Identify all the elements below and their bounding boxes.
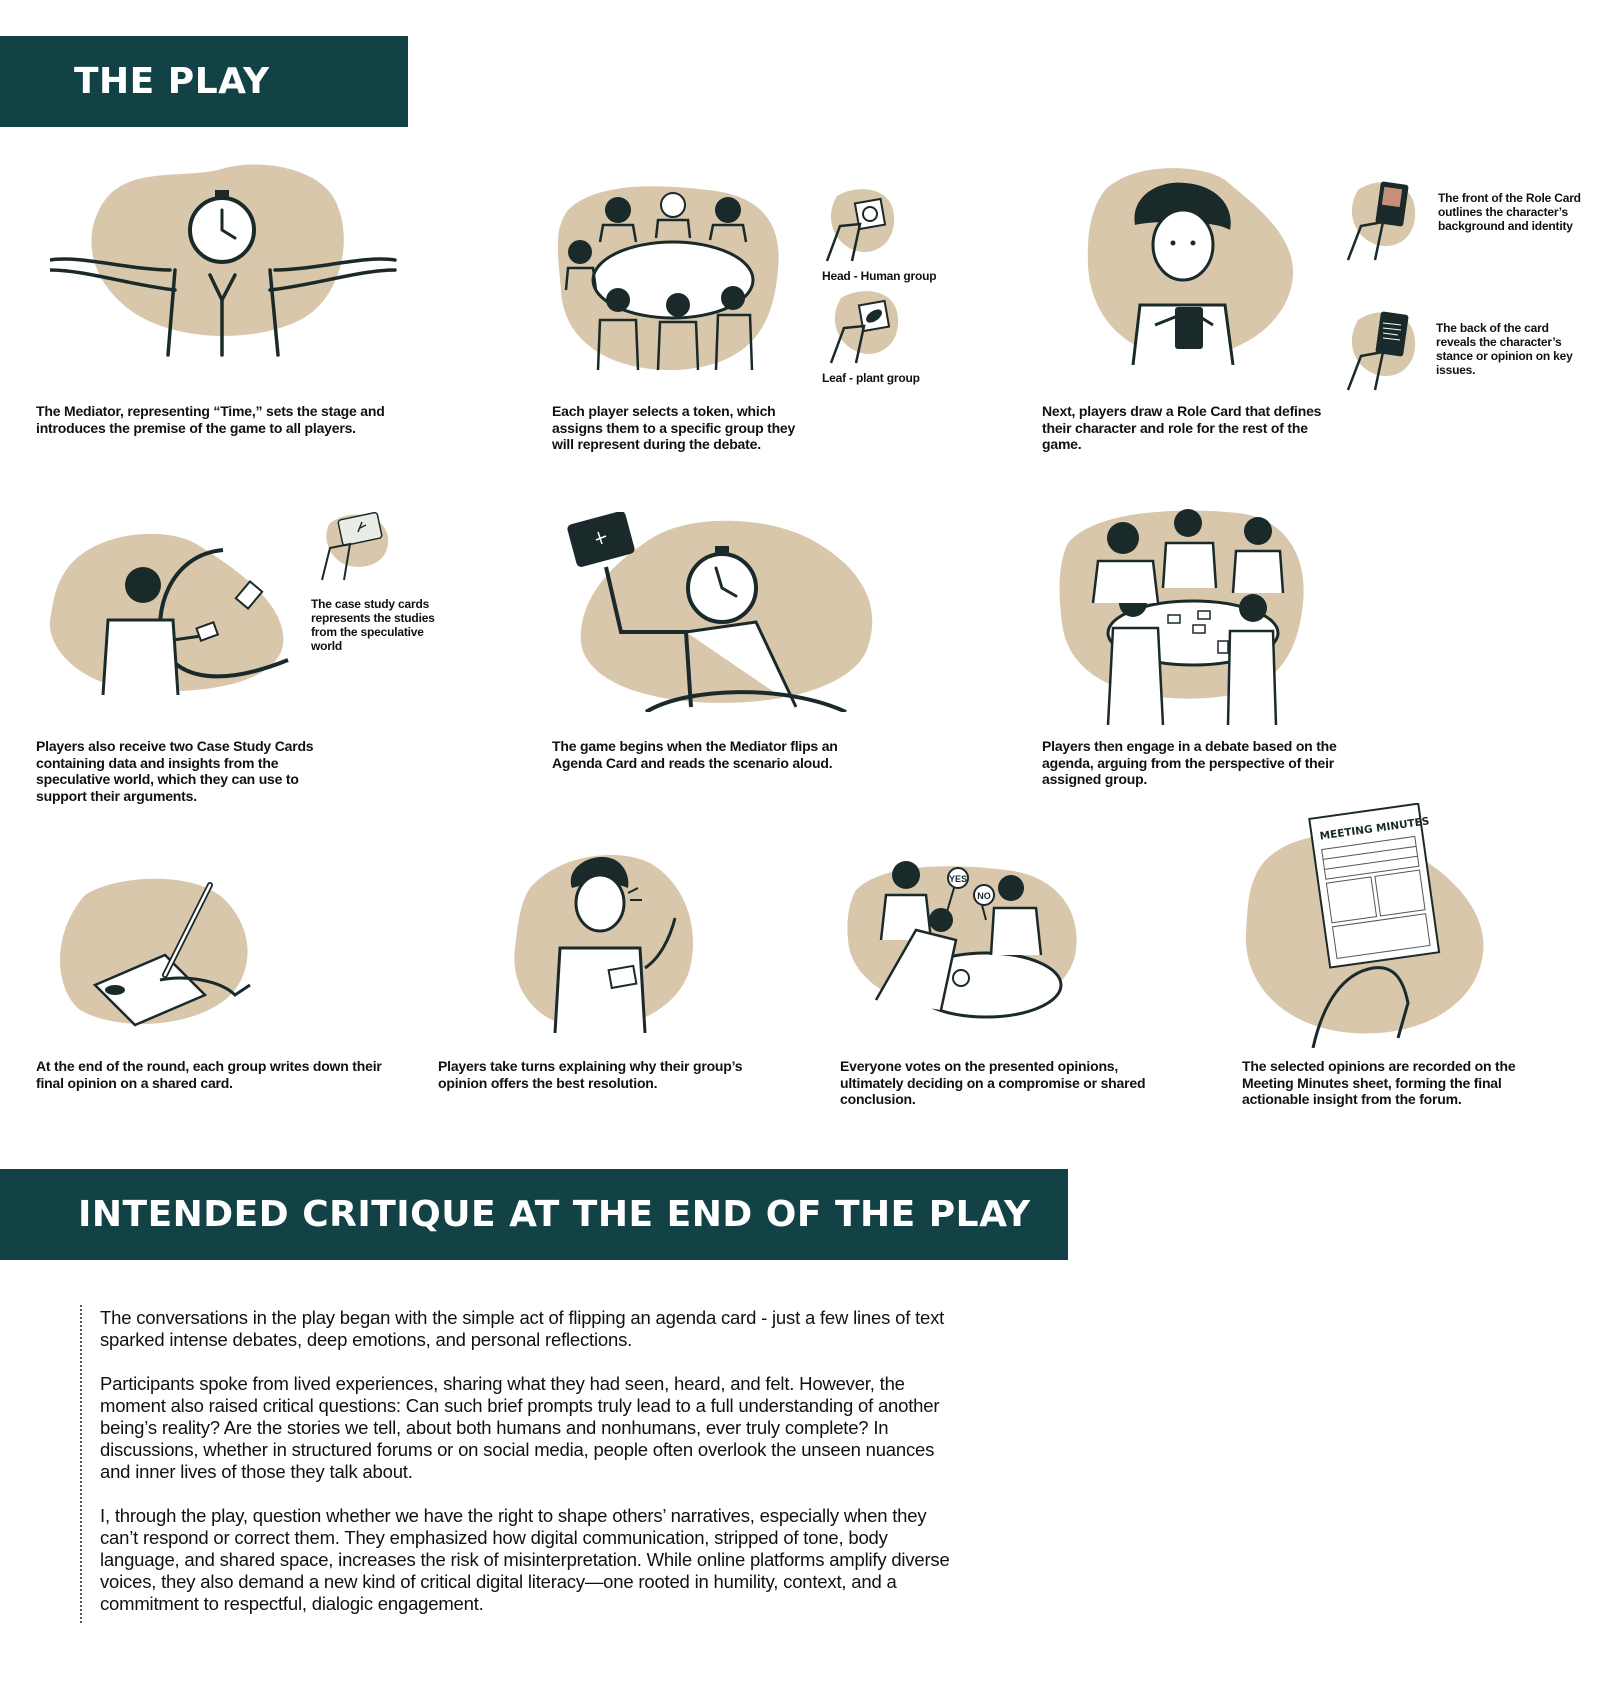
critique-paragraph-1: The conversations in the play began with… <box>100 1307 945 1350</box>
section-banner-play: THE PLAY <box>0 36 408 127</box>
head-token-note: Head - Human group <box>822 269 937 283</box>
step-10-caption: The selected opinions are recorded on th… <box>1242 1058 1516 1107</box>
step-9-illustration: YES NO <box>846 860 1081 1020</box>
voting-illustration: YES NO <box>847 861 1077 1019</box>
mediator-illustration <box>50 164 397 357</box>
head-token-illustration <box>822 186 902 266</box>
explaining-illustration <box>514 855 694 1033</box>
role-card-back-illustration <box>1343 308 1423 393</box>
case-study-illustration <box>49 533 289 695</box>
role-card-back-icon <box>1346 311 1416 391</box>
step-8-illustration <box>510 848 700 1033</box>
leaf-token-note: Leaf - plant group <box>822 371 920 385</box>
leaf-token-illustration <box>826 288 906 368</box>
case-study-card-illustration <box>320 508 395 583</box>
step-9-caption: Everyone votes on the presented opinions… <box>840 1058 1146 1107</box>
section-title-play: THE PLAY <box>74 61 270 102</box>
critique-paragraph-3: I, through the play, question whether we… <box>100 1505 950 1614</box>
group-table-illustration <box>558 186 779 371</box>
step-5-illustration <box>566 512 876 712</box>
step-1-caption: The Mediator, representing “Time,” sets … <box>36 403 385 436</box>
role-card-front-note: The front of the Role Card outlines the … <box>1438 191 1581 233</box>
vote-no-label: NO <box>977 891 991 901</box>
agenda-card-illustration <box>567 512 873 712</box>
role-card-back-note: The back of the card reveals the charact… <box>1436 321 1573 377</box>
leaf-token-icon <box>829 291 899 364</box>
step-1-illustration <box>50 160 400 360</box>
role-card-illustration <box>1087 168 1294 365</box>
step-3-caption: Next, players draw a Role Card that defi… <box>1042 403 1322 452</box>
writing-illustration <box>60 878 251 1027</box>
meeting-minutes-illustration: MEETING MINUTES <box>1245 803 1484 1048</box>
role-card-front-icon <box>1346 181 1416 261</box>
step-7-caption: At the end of the round, each group writ… <box>36 1058 382 1091</box>
step-10-illustration: MEETING MINUTES <box>1243 803 1488 1048</box>
case-study-note: The case study cards represents the stud… <box>311 597 435 653</box>
critique-paragraph-2: Participants spoke from lived experience… <box>100 1373 940 1482</box>
step-4-illustration <box>48 525 298 695</box>
section-banner-critique: INTENDED CRITIQUE AT THE END OF THE PLAY <box>0 1169 1068 1260</box>
role-card-front-illustration <box>1343 178 1423 263</box>
step-7-illustration <box>55 875 255 1030</box>
step-6-caption: Players then engage in a debate based on… <box>1042 738 1337 787</box>
section-title-critique: INTENDED CRITIQUE AT THE END OF THE PLAY <box>78 1194 1031 1235</box>
step-2-illustration <box>558 180 788 375</box>
debate-illustration <box>1059 509 1304 726</box>
step-3-illustration <box>1085 165 1300 365</box>
critique-text-block: The conversations in the play began with… <box>80 1305 950 1623</box>
case-study-card-icon <box>321 511 389 581</box>
vote-yes-label: YES <box>949 874 967 884</box>
step-8-caption: Players take turns explaining why their … <box>438 1058 743 1091</box>
step-5-caption: The game begins when the Mediator flips … <box>552 738 838 771</box>
step-4-caption: Players also receive two Case Study Card… <box>36 738 314 804</box>
head-token-icon <box>825 189 895 262</box>
step-6-illustration <box>1058 503 1308 728</box>
step-2-caption: Each player selects a token, which assig… <box>552 403 796 452</box>
